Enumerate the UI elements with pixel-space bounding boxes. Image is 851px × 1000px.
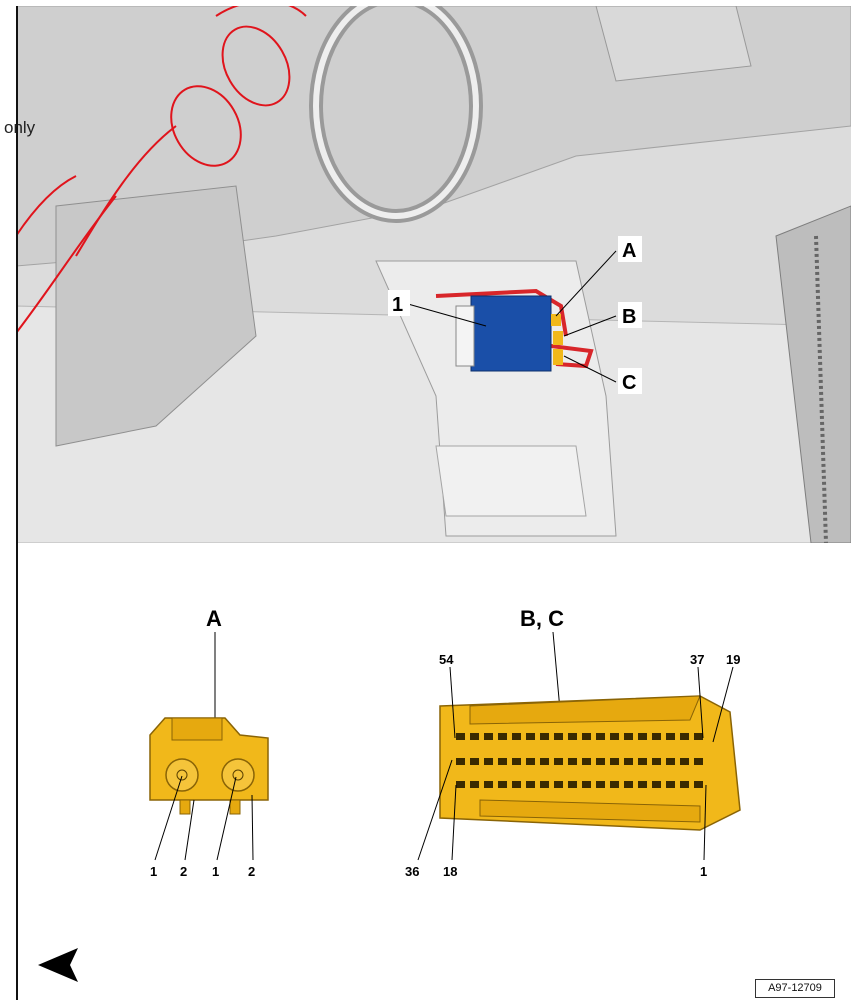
pin-cavity <box>582 733 591 740</box>
pin-cavity <box>526 758 535 765</box>
pin-cavity <box>582 781 591 788</box>
pin-cavity <box>554 733 563 740</box>
pin-cavity <box>470 733 479 740</box>
connector-bc-pin-label: 37 <box>690 652 704 667</box>
pin-cavity <box>610 781 619 788</box>
pin-cavity <box>624 733 633 740</box>
pin-cavity <box>652 758 661 765</box>
pin-cavity <box>568 781 577 788</box>
pin-cavity <box>694 733 703 740</box>
pin-cavity <box>498 758 507 765</box>
pin-cavity <box>582 758 591 765</box>
reference-code: A97-12709 <box>755 979 835 998</box>
callout-a: A <box>622 240 636 262</box>
connector-bc-drawing <box>439 695 741 831</box>
connector-bc-pin-label: 54 <box>439 652 454 667</box>
pin-cavity <box>484 781 493 788</box>
pin-cavity <box>512 781 521 788</box>
pin-cavity <box>512 733 521 740</box>
pin-cavity <box>484 758 493 765</box>
connector-a-pin-label: 2 <box>248 864 255 879</box>
callout-1: 1 <box>392 294 403 316</box>
arrow-left-icon[interactable] <box>38 948 78 982</box>
pin-cavity <box>596 781 605 788</box>
pin-cavity <box>568 758 577 765</box>
pin-cavity <box>456 758 465 765</box>
pin-cavity <box>624 758 633 765</box>
connector-c-photo <box>553 349 563 365</box>
pin-cavity <box>540 781 549 788</box>
connector-a-drawing <box>149 717 269 815</box>
connector-bc-title: B, C <box>520 606 564 631</box>
connector-a-pin-label: 2 <box>180 864 187 879</box>
installation-photo: 1 A B C <box>16 6 851 543</box>
callout-b: B <box>622 306 636 328</box>
pin-cavity <box>484 733 493 740</box>
pin-cavity <box>456 733 465 740</box>
pin-cavity <box>470 781 479 788</box>
pin-cavity <box>512 758 521 765</box>
pin-cavity <box>610 758 619 765</box>
pin-cavity <box>526 733 535 740</box>
pin-cavity <box>652 733 661 740</box>
pin-cavity <box>680 733 689 740</box>
pin-cavity <box>638 733 647 740</box>
pin-cavity <box>694 758 703 765</box>
connector-bc-pin-label: 18 <box>443 864 457 879</box>
connector-bc-pin-label: 36 <box>405 864 419 879</box>
connector-bc-pin-grid <box>456 733 703 788</box>
pin-cavity <box>638 758 647 765</box>
pin-cavity <box>470 758 479 765</box>
watermark-text: only <box>4 118 36 137</box>
pin-cavity <box>624 781 633 788</box>
watermark-stamp <box>16 6 307 335</box>
pin-cavity <box>596 758 605 765</box>
pin-cavity <box>540 733 549 740</box>
pin-cavity <box>610 733 619 740</box>
pin-cavity <box>638 781 647 788</box>
pin-cavity <box>652 781 661 788</box>
pin-cavity <box>498 781 507 788</box>
connector-a-title: A <box>206 606 222 631</box>
callout-c: C <box>622 372 636 394</box>
connector-b-photo <box>553 331 563 345</box>
pin-cavity <box>680 781 689 788</box>
connector-bc-pin-label: 19 <box>726 652 740 667</box>
pin-cavity <box>568 733 577 740</box>
pin-cavity <box>526 781 535 788</box>
pin-cavity <box>694 781 703 788</box>
pin-cavity <box>554 758 563 765</box>
connector-bc-pin-label: 1 <box>700 864 707 879</box>
connector-a-pin-label: 1 <box>150 864 157 879</box>
pin-cavity <box>666 758 675 765</box>
connector-a-photo <box>551 314 561 326</box>
connector-a-pin-label: 1 <box>212 864 219 879</box>
pin-cavity <box>666 733 675 740</box>
pin-cavity <box>540 758 549 765</box>
pin-cavity <box>456 781 465 788</box>
pin-cavity <box>680 758 689 765</box>
pin-cavity <box>666 781 675 788</box>
pin-cavity <box>596 733 605 740</box>
pin-cavity <box>554 781 563 788</box>
left-border-rule <box>16 6 18 1000</box>
pin-cavity <box>498 733 507 740</box>
